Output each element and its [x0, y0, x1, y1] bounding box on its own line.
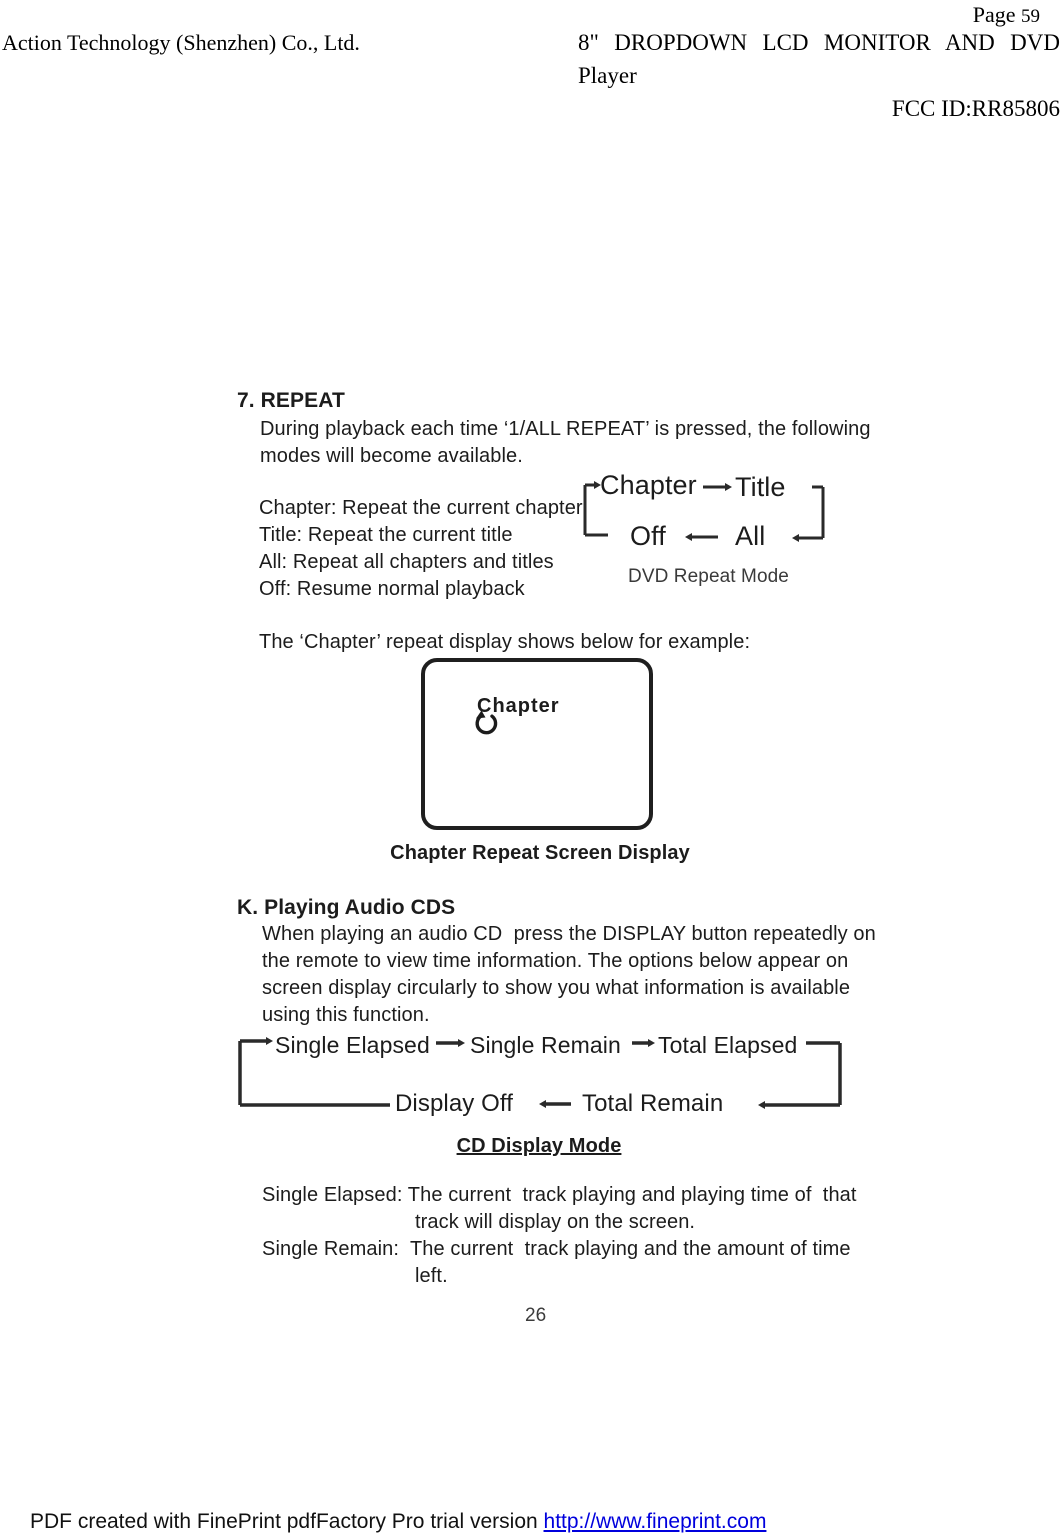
cycle-item-off: Off: [630, 521, 666, 551]
repeat-intro-line2: modes will become available.: [260, 445, 523, 467]
cycle-arrows: [583, 481, 825, 542]
cd-body-line3: screen display circularly to show you wh…: [262, 977, 851, 999]
cd-item-total-remain: Total Remain: [582, 1090, 724, 1117]
pdf-footer: PDF created with FinePrint pdfFactory Pr…: [30, 1510, 766, 1534]
page-label: Page: [972, 2, 1016, 27]
repeat-example-line: The ‘Chapter’ repeat display shows below…: [259, 631, 751, 653]
cd-cycle-caption: CD Display Mode: [456, 1135, 622, 1157]
cd-body-line2: the remote to view time information. The…: [262, 950, 849, 972]
fcc-id: FCC ID:RR85806: [891, 96, 1060, 121]
document-page-number: 26: [525, 1305, 547, 1326]
cd-display-cycle-diagram: Single Elapsed Single Remain Total Elaps…: [230, 1032, 850, 1117]
repeat-def-chapter: Chapter: Repeat the current chapter: [259, 497, 583, 519]
dvd-cycle-caption: DVD Repeat Mode: [628, 566, 789, 587]
cycle-item-all: All: [735, 521, 766, 551]
dvd-repeat-cycle-diagram: Chapter Title Off All DVD Repeat Mode: [575, 468, 835, 598]
cd-def-line4: left.: [415, 1265, 448, 1287]
repeat-def-off: Off: Resume normal playback: [259, 578, 525, 600]
cd-body-line4: using this function.: [262, 1004, 430, 1026]
company-name: Action Technology (Shenzhen) Co., Ltd.: [2, 30, 360, 55]
cycle-arrows: [238, 1037, 842, 1109]
pdf-notice-text: PDF created with FinePrint pdfFactory Pr…: [30, 1510, 544, 1533]
page-indicator: Page 59: [973, 2, 1040, 28]
cd-body-line1: When playing an audio CD press the DISPL…: [262, 923, 876, 945]
repeat-def-all: All: Repeat all chapters and titles: [259, 551, 554, 573]
section-repeat-heading: 7. REPEAT: [237, 389, 345, 412]
page-number: 59: [1021, 6, 1040, 27]
cd-item-single-elapsed: Single Elapsed: [275, 1032, 430, 1058]
chapter-repeat-screen: Chapter: [421, 658, 653, 830]
repeat-intro-line1: During playback each time ‘1/ALL REPEAT’…: [260, 418, 871, 440]
cd-def-line3: Single Remain: The current track playing…: [262, 1238, 851, 1260]
cycle-item-chapter: Chapter: [600, 470, 697, 500]
cd-item-display-off: Display Off: [395, 1090, 514, 1117]
cycle-item-title: Title: [735, 472, 786, 502]
repeat-icon: [445, 692, 499, 760]
section-cd-heading: K. Playing Audio CDS: [237, 896, 456, 919]
product-title-line1: 8" DROPDOWN LCD MONITOR AND DVD: [578, 30, 1060, 55]
repeat-def-title: Title: Repeat the current title: [259, 524, 513, 546]
cd-item-single-remain: Single Remain: [470, 1032, 621, 1058]
cd-def-line2: track will display on the screen.: [415, 1211, 696, 1233]
product-title-line2: Player: [578, 63, 637, 88]
screen-mode-label: Chapter: [477, 695, 560, 717]
cd-item-total-elapsed: Total Elapsed: [658, 1032, 798, 1058]
cd-def-line1: Single Elapsed: The current track playin…: [262, 1184, 857, 1206]
fineprint-link[interactable]: http://www.fineprint.com: [543, 1510, 767, 1533]
screen-caption: Chapter Repeat Screen Display: [390, 842, 690, 864]
